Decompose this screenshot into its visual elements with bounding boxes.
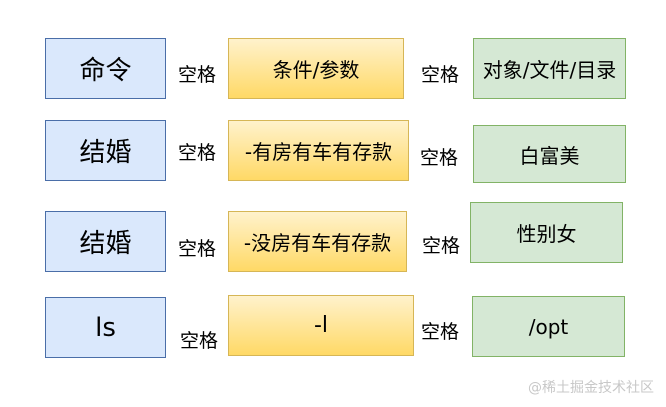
separator-label-3a: 空格	[178, 238, 217, 260]
command-box-2: 结婚	[45, 120, 166, 181]
command-box-4: ls	[45, 297, 166, 358]
separator-label-4a: 空格	[180, 330, 219, 352]
separator-label-3b: 空格	[422, 235, 461, 257]
command-box-3: 结婚	[45, 211, 166, 272]
option-box-4: -l	[228, 295, 414, 356]
command-box-1: 命令	[45, 38, 166, 99]
target-box-1: 对象/文件/目录	[473, 38, 626, 99]
separator-label-2b: 空格	[420, 147, 459, 169]
separator-label-1b: 空格	[421, 64, 460, 86]
watermark-text: @稀土掘金技术社区	[528, 380, 654, 396]
separator-label-2a: 空格	[178, 142, 217, 164]
option-box-1: 条件/参数	[228, 38, 404, 99]
option-box-3: -没房有车有存款	[228, 211, 407, 272]
target-box-2: 白富美	[473, 125, 626, 183]
target-box-3: 性别女	[470, 202, 623, 263]
option-box-2: -有房有车有存款	[228, 120, 409, 181]
separator-label-4b: 空格	[421, 321, 460, 343]
separator-label-1a: 空格	[178, 64, 217, 86]
target-box-4: /opt	[472, 296, 625, 357]
